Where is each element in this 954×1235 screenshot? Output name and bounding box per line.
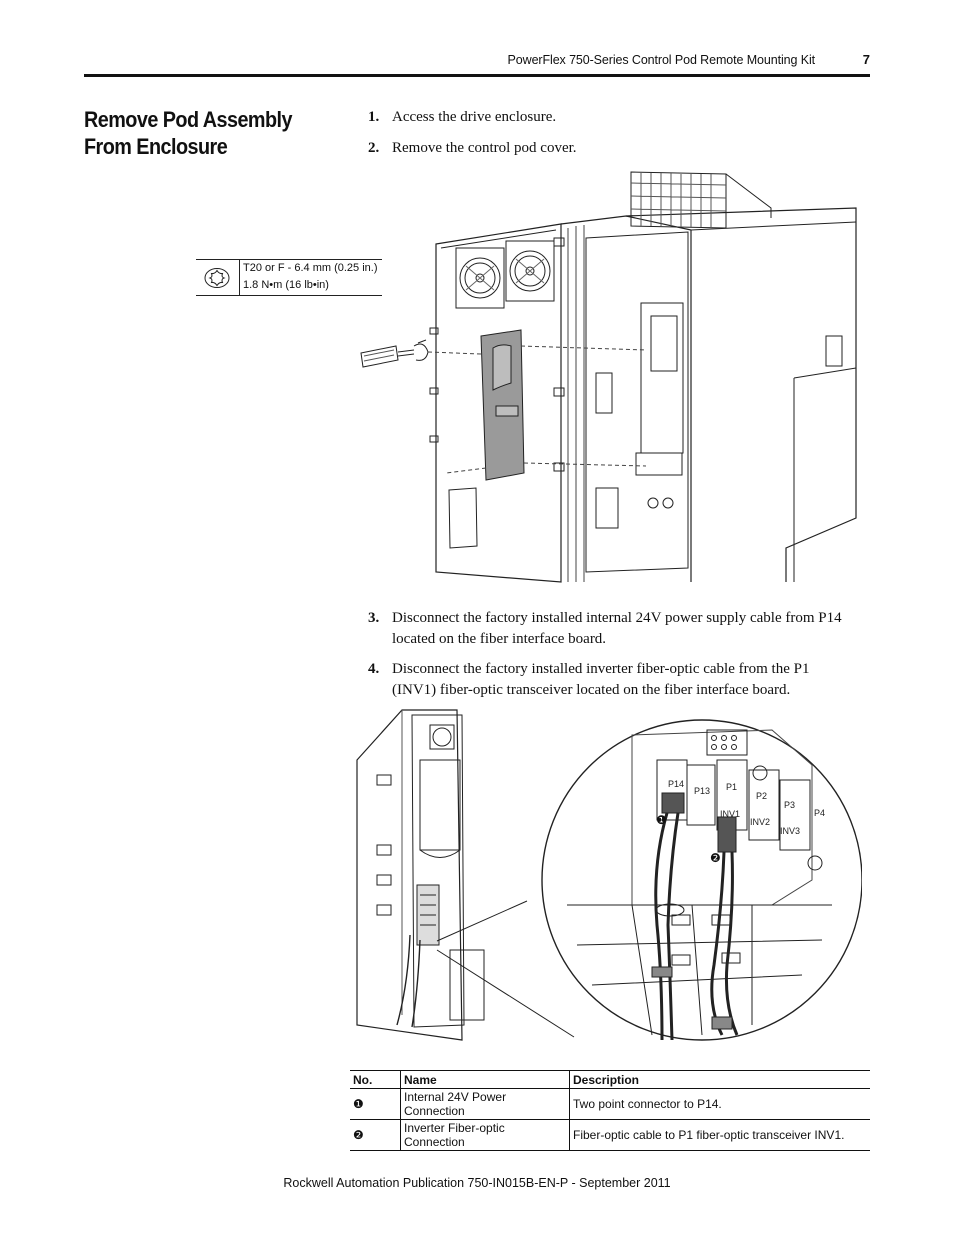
- table-header-row: No. Name Description: [350, 1070, 870, 1089]
- row-name: Internal 24V Power Connection: [400, 1088, 570, 1120]
- step-number: 2.: [368, 140, 380, 156]
- step-text: Access the drive enclosure.: [392, 109, 557, 125]
- torx-bit-icon: [204, 268, 230, 288]
- step-number: 1.: [368, 109, 380, 125]
- label-p1: P1: [726, 782, 737, 792]
- page-number: 7: [862, 52, 870, 67]
- section-heading: Remove Pod Assembly From Enclosure: [84, 107, 293, 159]
- connections-table: No. Name Description ❶ Internal 24V Powe…: [350, 1070, 870, 1151]
- step-text: Remove the control pod cover.: [392, 140, 577, 156]
- callout-1: ❶: [656, 813, 667, 827]
- enclosure-illustration: [360, 171, 857, 583]
- spec-bit-size: T20 or F - 6.4 mm (0.25 in.): [243, 262, 378, 274]
- row-number: ❶: [350, 1088, 401, 1120]
- table-row: ❷ Inverter Fiber-optic Connection Fiber-…: [350, 1119, 870, 1151]
- label-p3: P3: [784, 800, 795, 810]
- spec-top-rule: [196, 259, 382, 260]
- row-description: Fiber-optic cable to P1 fiber-optic tran…: [569, 1119, 870, 1151]
- col-header-no: No.: [350, 1070, 401, 1089]
- label-inv3: INV3: [780, 826, 800, 836]
- publication-footer: Rockwell Automation Publication 750-IN01…: [283, 1176, 671, 1190]
- header-rule: [84, 74, 870, 77]
- step-text: Disconnect the factory installed interna…: [392, 610, 842, 647]
- label-inv1: INV1: [720, 809, 740, 819]
- step-number: 4.: [368, 661, 380, 677]
- label-p13: P13: [694, 786, 710, 796]
- row-name: Inverter Fiber-optic Connection: [400, 1119, 570, 1151]
- step-number: 3.: [368, 610, 380, 626]
- fiber-interface-illustration: P14 P13 P1 P2 P3 P4 INV1 INV2 INV3 ❶ ❷: [356, 709, 862, 1041]
- table-row: ❶ Internal 24V Power Connection Two poin…: [350, 1088, 870, 1120]
- callout-2: ❷: [710, 851, 721, 865]
- label-p14: P14: [668, 779, 684, 789]
- running-header-title: PowerFlex 750-Series Control Pod Remote …: [507, 53, 816, 67]
- spec-torque-value: 1.8 N•m (16 lb•in): [243, 279, 329, 291]
- spec-bottom-rule: [196, 295, 382, 296]
- torque-spec: T20 or F - 6.4 mm (0.25 in.) 1.8 N•m (16…: [196, 259, 382, 296]
- row-number: ❷: [350, 1119, 401, 1151]
- label-inv2: INV2: [750, 817, 770, 827]
- spec-divider: [239, 259, 240, 296]
- label-p2: P2: [756, 791, 767, 801]
- row-description: Two point connector to P14.: [569, 1088, 870, 1120]
- step-text: Disconnect the factory installed inverte…: [392, 661, 810, 698]
- label-p4: P4: [814, 808, 825, 818]
- col-header-description: Description: [569, 1070, 870, 1089]
- col-header-name: Name: [400, 1070, 570, 1089]
